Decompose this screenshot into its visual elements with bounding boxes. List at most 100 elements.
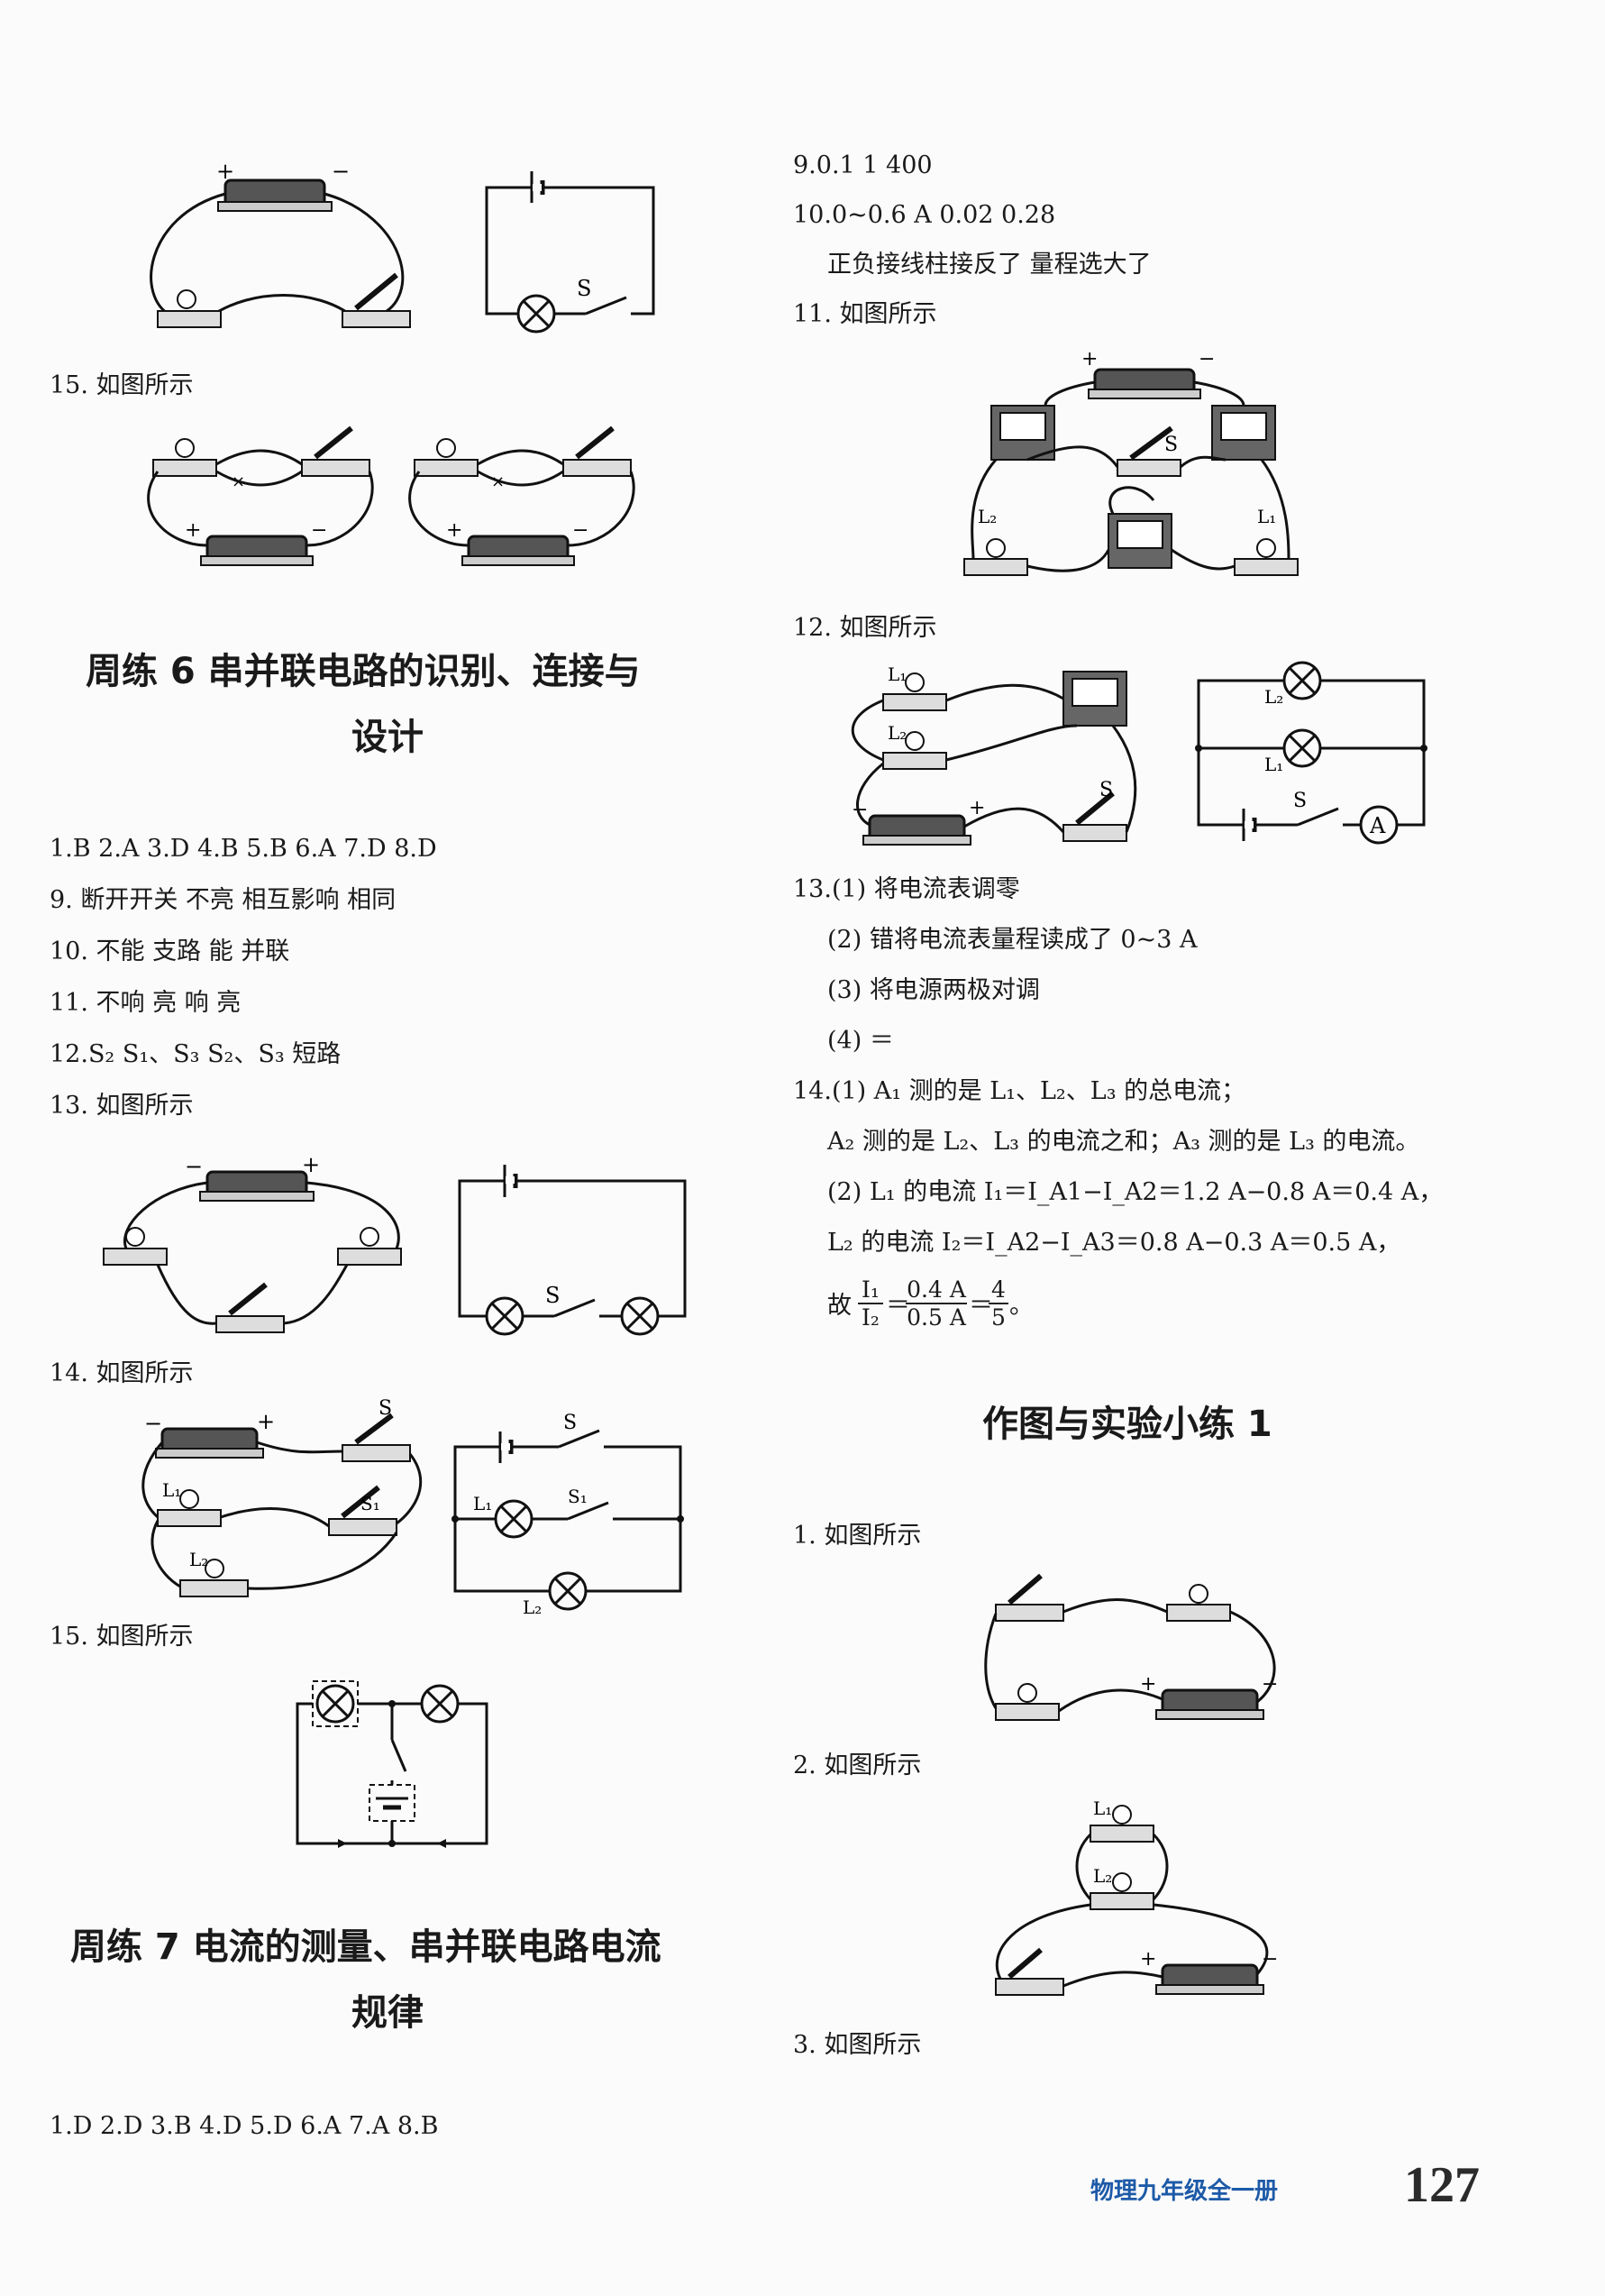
svg-text:L₁: L₁: [162, 1479, 181, 1501]
svg-text:+: +: [1140, 1673, 1156, 1696]
svg-text:+: +: [185, 519, 201, 542]
circuit-drawing: − + S L₁ S₁ L₂ S L₁ S₁: [141, 1397, 684, 1618]
circuit-drawing: + − S: [150, 159, 655, 334]
conclusion-end: 。: [1009, 1292, 1034, 1320]
s6-line-2: 9. 断开开关 不亮 相互影响 相同: [50, 886, 397, 914]
section-drawing-title: 作图与实验小练 1: [982, 1404, 1272, 1445]
r-line-13-3: (3) 将电源两极对调: [827, 976, 1040, 1004]
r-line-14-4: L₂ 的电流 I₂＝I_A2−I_A3＝0.8 A−0.3 A＝0.5 A，: [827, 1229, 1401, 1257]
svg-text:L₂: L₂: [189, 1549, 208, 1570]
figure-q14-circuit: − + S L₁ S₁ L₂ S L₁ S₁: [135, 1397, 694, 1618]
r-line-13-2: (2) 错将电流表量程读成了 0~3 A: [827, 926, 1198, 954]
svg-text:−: −: [1262, 1948, 1278, 1971]
svg-text:−: −: [144, 1411, 162, 1436]
fraction-numerator: 0.4 A: [907, 1276, 966, 1303]
svg-text:−: −: [185, 1154, 203, 1179]
figure-r-q1-circuit: + −: [984, 1569, 1293, 1731]
svg-text:S: S: [563, 1412, 577, 1434]
fraction-numerator: I₁: [862, 1276, 880, 1303]
figure-top-left-circuit: + − S: [135, 159, 676, 343]
svg-text:+: +: [969, 797, 985, 819]
page-number: 127: [1404, 2157, 1480, 2213]
svg-text:L₂: L₂: [1093, 1865, 1112, 1887]
svg-text:S₁: S₁: [568, 1486, 588, 1507]
svg-text:S: S: [1164, 434, 1178, 456]
circuit-drawing: + −: [984, 1573, 1278, 1721]
fraction-numerator: 4: [991, 1276, 1006, 1303]
figure-q11-circuit: + − S L₂ L₁: [955, 348, 1316, 586]
circuit-drawing: − + S: [103, 1152, 687, 1336]
circuit-drawing: × + − × + −: [147, 425, 635, 566]
svg-text:+: +: [216, 159, 234, 184]
section-7-title-cont: 规律: [351, 1992, 424, 2034]
r-q2-label: 2. 如图所示: [793, 1752, 922, 1779]
svg-text:L₁: L₁: [1257, 506, 1276, 527]
svg-text:L₁: L₁: [1093, 1797, 1112, 1819]
svg-text:−: −: [332, 159, 350, 184]
svg-text:+: +: [1081, 348, 1098, 370]
figure-q12-circuit: L₁ L₂ − + S L₂ L₁ S: [834, 661, 1446, 852]
svg-text:S: S: [1293, 790, 1307, 812]
svg-text:−: −: [852, 799, 868, 821]
figure-q13-circuit: − + S: [99, 1152, 694, 1343]
r-line-14-2: A₂ 测的是 L₂、L₃ 的电流之和；A₃ 测的是 L₃ 的电流。: [827, 1128, 1420, 1156]
svg-text:L₂: L₂: [978, 506, 997, 527]
fraction-current-values: 0.4 A 0.5 A: [906, 1278, 967, 1329]
q12-label: 12. 如图所示: [793, 614, 937, 642]
r-line-11: 11. 如图所示: [793, 300, 937, 328]
svg-text:L₁: L₁: [1264, 754, 1283, 775]
svg-text:S: S: [378, 1397, 392, 1420]
circuit-drawing: L₁ L₂ + −: [995, 1797, 1278, 1996]
r-line-9: 9.0.1 1 400: [793, 151, 933, 179]
fraction-i1-i2: I₁ I₂: [858, 1278, 883, 1329]
circuit-drawing: + − S L₂ L₁: [963, 348, 1299, 576]
fraction-denominator: 5: [991, 1304, 1006, 1331]
s6-line-6: 13. 如图所示: [50, 1092, 194, 1120]
equals-sign: ＝: [886, 1292, 910, 1320]
fraction-ratio: 4 5: [989, 1278, 1008, 1329]
footer-book-title: 物理九年级全一册: [1090, 2178, 1279, 2205]
svg-text:−: −: [572, 519, 588, 542]
svg-text:+: +: [1140, 1948, 1156, 1971]
svg-text:S: S: [1099, 779, 1113, 801]
r-line-10: 10.0~0.6 A 0.02 0.28: [793, 201, 1056, 229]
q14-label: 14. 如图所示: [50, 1359, 194, 1387]
figure-q15a-circuits: × + − × + −: [147, 410, 653, 581]
s6-line-5: 12.S₂ S₁、S₃ S₂、S₃ 短路: [50, 1040, 342, 1068]
svg-text:A: A: [1369, 813, 1386, 838]
fraction-denominator: 0.5 A: [907, 1304, 966, 1331]
circuit-drawing: L₁ L₂ − + S L₂ L₁ S: [851, 661, 1427, 846]
svg-text:S: S: [577, 276, 591, 301]
circuit-drawing: [296, 1680, 488, 1848]
r-line-13-1: 13.(1) 将电流表调零: [793, 875, 1020, 903]
section-6-title-cont: 设计: [351, 717, 424, 758]
s7-line-1: 1.D 2.D 3.B 4.D 5.D 6.A 7.A 8.B: [50, 2112, 439, 2140]
svg-text:L₂: L₂: [888, 722, 907, 744]
q15a-label: 15. 如图所示: [50, 371, 194, 399]
s6-line-3: 10. 不能 支路 能 并联: [50, 938, 290, 965]
r-line-14-3: (2) L₁ 的电流 I₁＝I_A1−I_A2＝1.2 A−0.8 A＝0.4 …: [827, 1178, 1444, 1206]
r-q1-label: 1. 如图所示: [793, 1522, 922, 1550]
svg-text:S: S: [545, 1283, 560, 1308]
svg-text:+: +: [257, 1409, 275, 1434]
svg-text:−: −: [311, 519, 327, 542]
svg-text:L₁: L₁: [888, 663, 907, 685]
r-line-13-4: (4) ＝: [827, 1027, 894, 1055]
r-line-10b: 正负接线柱接反了 量程选大了: [827, 251, 1152, 279]
r-line-14-1: 14.(1) A₁ 测的是 L₁、L₂、L₃ 的总电流；: [793, 1077, 1246, 1105]
figure-q15-schematic: [293, 1672, 500, 1852]
r-q3-label: 3. 如图所示: [793, 2031, 922, 2059]
figure-r-q2-circuit: L₁ L₂ + −: [987, 1797, 1293, 2006]
svg-text:−: −: [1199, 348, 1215, 370]
svg-text:S₁: S₁: [360, 1493, 380, 1514]
fraction-denominator: I₂: [862, 1304, 880, 1331]
svg-text:L₂: L₂: [523, 1596, 542, 1618]
equals-sign: ＝: [969, 1292, 993, 1320]
svg-text:L₂: L₂: [1264, 686, 1283, 708]
svg-text:+: +: [302, 1152, 320, 1177]
section-7-title: 周练 7 电流的测量、串并联电路电流: [70, 1926, 661, 1968]
svg-text:+: +: [446, 519, 462, 542]
s6-line-4: 11. 不响 亮 响 亮: [50, 989, 242, 1017]
s6-line-1: 1.B 2.A 3.D 4.B 5.B 6.A 7.D 8.D: [50, 835, 437, 863]
q15-label: 15. 如图所示: [50, 1623, 194, 1651]
